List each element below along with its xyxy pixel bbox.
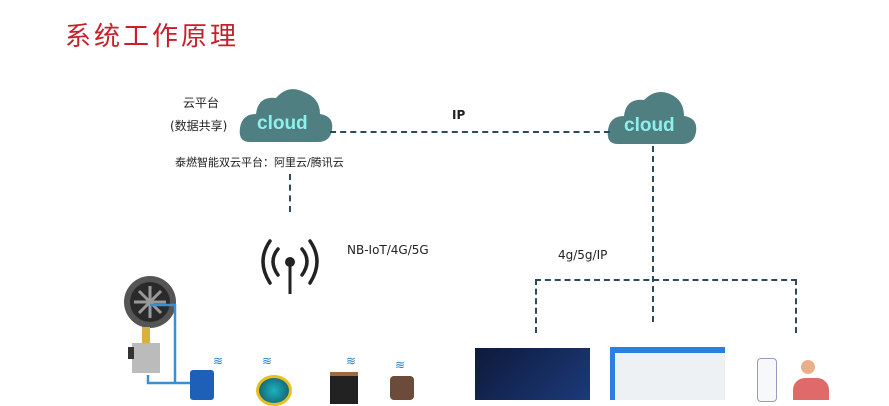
- terminal-link-label: 4g/5g/IP: [558, 248, 608, 262]
- antenna-icon: [261, 239, 319, 294]
- terminal-link-line: [652, 146, 654, 322]
- wifi-icon: ≋: [213, 354, 224, 368]
- cloud-text: cloud: [257, 113, 308, 134]
- wireless-label: NB-IoT/4G/5G: [347, 243, 429, 257]
- gas-detector-device: [256, 375, 292, 406]
- dashboard-screen: [475, 348, 590, 400]
- household-detector-device: [390, 376, 414, 400]
- wifi-icon: ≋: [395, 358, 406, 372]
- cloud-platform-label: 云平台: [183, 96, 220, 110]
- wifi-icon: ≋: [346, 354, 357, 368]
- cloud-platform-sublabel: (数据共享): [170, 119, 228, 133]
- valve-manipulator-device: [330, 372, 358, 404]
- users-icon: [793, 360, 829, 400]
- phone-icon: [757, 358, 777, 402]
- ip-link-line: [330, 131, 610, 133]
- terminal-branch-line: [535, 279, 797, 333]
- page-title: 系统工作原理: [65, 22, 240, 52]
- valve-icon: [142, 327, 150, 347]
- cloud-text-right: cloud: [624, 115, 675, 136]
- cloud-icon-right: [607, 92, 697, 144]
- field-devices: [124, 276, 190, 385]
- cloud-platform-note: 泰燃智能双云平台：阿里云/腾讯云: [175, 156, 344, 169]
- wifi-icon: ≋: [262, 354, 273, 368]
- ip-label: IP: [452, 108, 466, 122]
- controller-device: [190, 370, 214, 400]
- map-screen: [610, 347, 725, 400]
- wireless-link-line: [289, 174, 291, 212]
- cloud-icon: [239, 89, 333, 142]
